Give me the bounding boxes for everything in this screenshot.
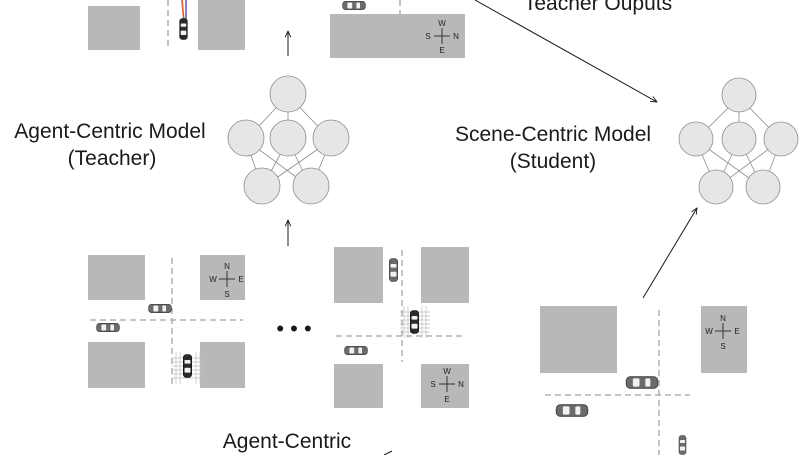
agent-centric-scene-1: N S W E — [88, 255, 245, 388]
agent-centric-bottom-arrow — [383, 450, 393, 455]
compass-n-label: N — [720, 314, 726, 323]
neuron-node — [698, 169, 734, 205]
neuron-node — [269, 119, 307, 157]
neuron-node — [227, 119, 265, 157]
agent-model-title: Agent-Centric Model — [14, 120, 205, 143]
compass-icon: W E S N — [425, 19, 459, 55]
car-icon — [625, 376, 659, 389]
neuron-node — [678, 121, 714, 157]
scene-model-subtitle: (Student) — [510, 150, 596, 173]
neuron-node — [745, 169, 781, 205]
compass-e-label: E — [238, 275, 243, 284]
car-icon — [344, 345, 368, 356]
compass-e-label: E — [444, 395, 449, 404]
neuron-node — [763, 121, 799, 157]
car-icon — [555, 404, 589, 417]
ellipsis: • • • — [276, 316, 311, 341]
neuron-node — [292, 167, 330, 205]
car-icon — [148, 303, 172, 314]
car-icon — [678, 435, 687, 455]
compass-w-label: W — [209, 275, 217, 284]
compass-s-label: S — [720, 342, 725, 351]
compass-w-label: W — [705, 327, 713, 336]
car-icon — [388, 258, 399, 282]
compass-e-label: E — [439, 46, 444, 55]
compass-s-label: S — [430, 380, 435, 389]
compass-icon: N S W E — [209, 262, 243, 299]
compass-n-label: N — [453, 32, 459, 41]
agent-centric-bottom-label: Agent-Centric — [223, 430, 351, 453]
neuron-node — [312, 119, 350, 157]
compass-s-label: S — [425, 32, 430, 41]
agent-centric-scene-2: W E S N — [334, 247, 469, 408]
compass-w-label: W — [443, 367, 451, 376]
ego-car-icon — [182, 354, 193, 378]
neuron-node — [269, 75, 307, 113]
ego-car-icon — [409, 310, 420, 334]
compass-icon: W E S N — [430, 367, 464, 404]
neuron-node — [721, 121, 757, 157]
compass-n-label: N — [224, 262, 230, 271]
scene-to-student-arrow — [642, 208, 697, 299]
car-icon — [96, 322, 120, 333]
neuron-node — [243, 167, 281, 205]
teacher-outputs-label: Teacher Ouputs — [524, 0, 672, 15]
scene-centric-scene: N S W E — [540, 306, 747, 455]
compass-s-label: S — [224, 290, 229, 299]
compass-n-label: N — [458, 380, 464, 389]
teacher-to-student-arrow — [474, 0, 657, 102]
ego-car-icon — [179, 18, 188, 40]
compass-e-label: E — [734, 327, 739, 336]
top-left-scene — [88, 0, 245, 50]
compass-icon: N S W E — [705, 314, 739, 351]
ego-car-hatch — [400, 306, 430, 338]
car-icon — [342, 0, 366, 11]
agent-model-subtitle: (Teacher) — [68, 147, 157, 170]
top-right-scene: W E S N — [330, 0, 465, 58]
compass-w-label: W — [438, 19, 446, 28]
student-network — [678, 77, 799, 205]
scene-model-title: Scene-Centric Model — [455, 123, 651, 146]
teacher-network — [227, 75, 350, 205]
neuron-node — [721, 77, 757, 113]
